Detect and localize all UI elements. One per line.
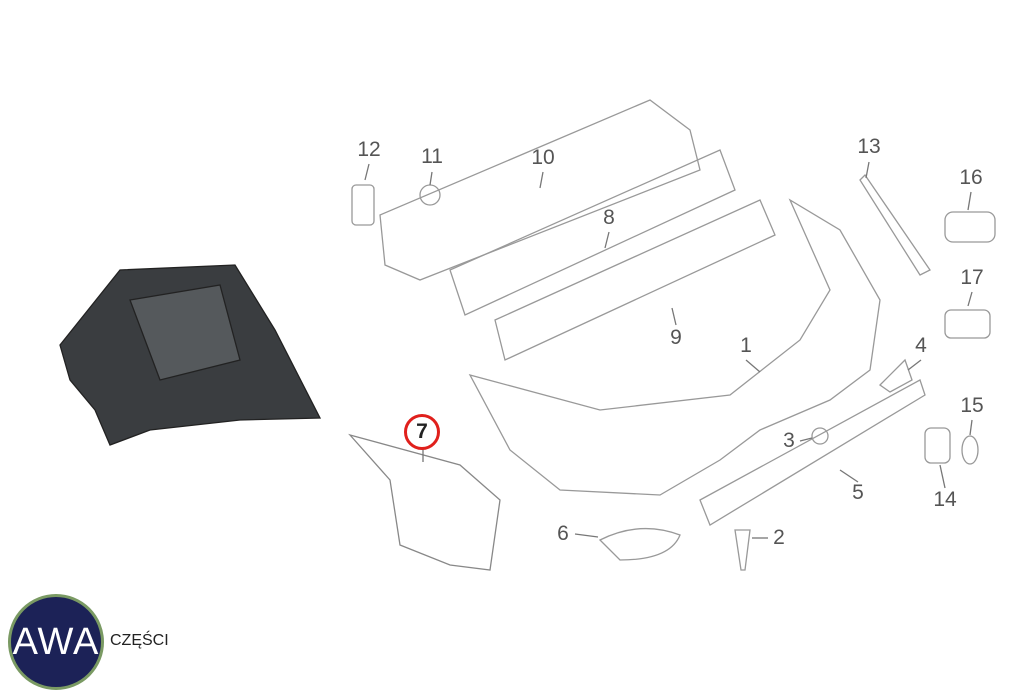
part-17-sensor [944,309,991,339]
part-5-trim-strip [699,379,926,526]
callout-10: 10 [531,146,555,169]
part-14-holder [924,427,951,464]
part-11-nut [419,184,441,206]
part-6-reflector [598,527,681,561]
part-12-plate [351,184,375,226]
part-1-bumper-cover [468,198,881,496]
callout-5: 5 [852,481,864,504]
part-15-ring [961,435,979,465]
callout-11: 11 [421,145,443,168]
part-7-bracket [348,433,501,571]
callout-15: 15 [960,394,984,417]
part-4-clip [878,358,913,393]
part-9-absorber [494,199,776,361]
callout-16: 16 [959,166,983,189]
part-8-absorber [449,149,736,316]
callout-8: 8 [603,206,615,229]
part-10-bumper-beam [379,99,701,281]
callout-17: 17 [960,266,984,289]
callout-7-highlighted: 7 [404,414,440,450]
callout-4: 4 [915,334,927,357]
callout-3: 3 [783,429,795,452]
part-16-sensor [944,211,996,243]
callout-14: 14 [933,488,957,511]
callout-12: 12 [357,138,381,161]
part-2-screw [734,529,751,571]
callout-13: 13 [857,135,881,158]
callout-2: 2 [773,526,785,549]
logo-text: CZĘŚCI [110,632,169,649]
part-3-clip [811,427,829,445]
callout-6: 6 [557,522,569,545]
awa-logo: AWA [8,594,104,690]
callout-9: 9 [670,326,682,349]
callout-1: 1 [740,334,752,357]
part-photo-detail [129,284,241,381]
part-13-strip [859,173,931,276]
